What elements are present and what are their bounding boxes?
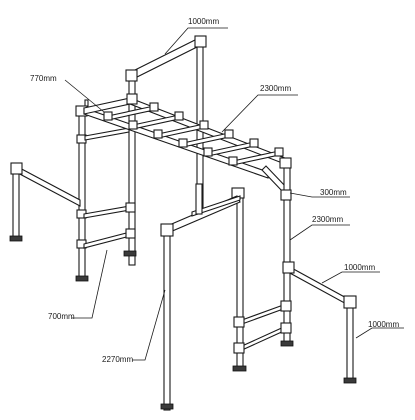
dim-ladder-length-label: 2300mm [260,84,292,93]
right-dip-bar [282,261,357,384]
dim-rung-spacing-label: 300mm [320,188,347,197]
left-dip-bar [9,162,81,242]
dim-dip-length-label: 1000mm [344,263,376,272]
dim-dip-height-label: 1000mm [368,320,400,329]
monkey-ladder [83,93,291,193]
dim-front-height-label: 2270mm [102,355,134,364]
dim-dip-bar-left-label: 700mm [48,312,75,321]
dim-top-label: 1000mm [188,17,220,26]
dim-width-left-label: 770mm [30,74,57,83]
right-tower [231,157,294,372]
leader-lines [64,27,404,361]
front-arch [160,183,241,411]
dim-height-right-label: 2300mm [312,215,344,224]
left-tower [75,99,137,282]
